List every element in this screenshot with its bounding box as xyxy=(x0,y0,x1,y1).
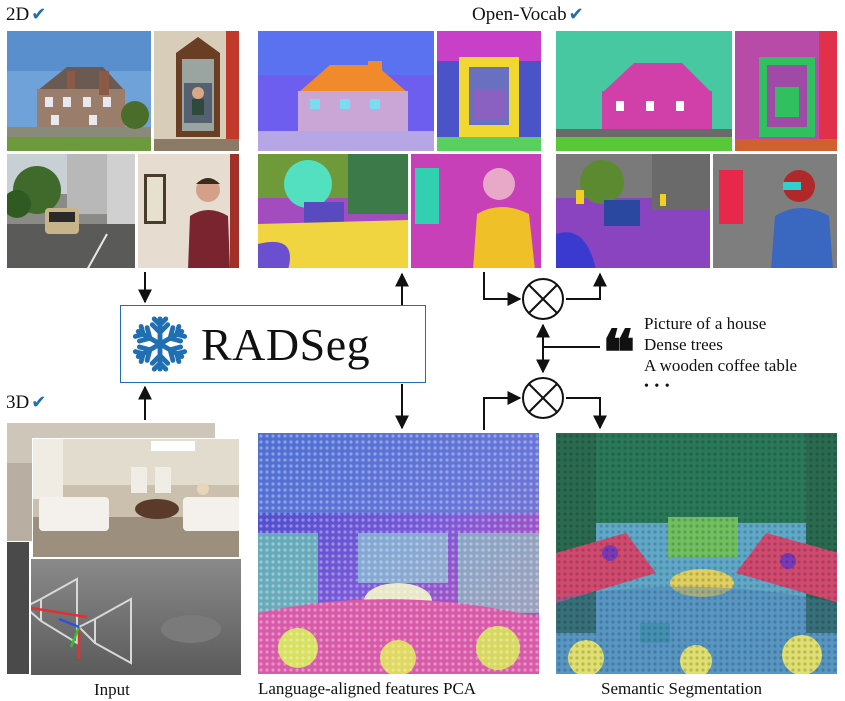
prompt-line: Dense trees xyxy=(644,335,723,354)
model-name: RADSeg xyxy=(201,318,371,370)
label-2d: 2D✔ xyxy=(6,4,46,26)
seg-image-house xyxy=(555,30,733,152)
label-open-vocab-text: Open-Vocab xyxy=(472,4,567,25)
caption-pca: Language-aligned features PCA xyxy=(258,679,477,698)
input-image-room-depth xyxy=(6,541,30,675)
input-image-street xyxy=(6,153,136,269)
prompt-more: • • • xyxy=(644,379,671,394)
check-icon: ✔ xyxy=(31,392,47,413)
arrow-multiply-to-seg-3d xyxy=(566,397,607,430)
arrow-pca-to-multiply-top xyxy=(483,272,522,306)
label-2d-text: 2D xyxy=(6,4,30,25)
input-image-mirror xyxy=(153,30,240,152)
prompt-line: A wooden coffee table xyxy=(644,356,798,375)
seg-image-man xyxy=(712,153,838,269)
arrow-pca-to-multiply-bottom xyxy=(483,391,522,430)
pca-pointcloud-3d xyxy=(257,432,540,675)
text-prompts: Picture of a house Dense trees A wooden … xyxy=(644,313,797,397)
arrow-multiply-to-seg-2d xyxy=(566,272,607,300)
radseg-model-box: RADSeg xyxy=(120,305,426,383)
caption-input: Input xyxy=(94,680,130,699)
multiply-operator-top xyxy=(522,278,564,320)
quote-icon: ❝ xyxy=(602,316,636,389)
pca-image-mirror xyxy=(436,30,542,152)
seg-image-mirror xyxy=(734,30,838,152)
label-3d-text: 3D xyxy=(6,392,30,413)
pca-image-street xyxy=(257,153,409,269)
label-open-vocab: Open-Vocab✔ xyxy=(472,4,584,26)
prompt-line: Picture of a house xyxy=(644,314,767,333)
input-image-room-depth-poses xyxy=(30,558,242,676)
seg-pointcloud-3d xyxy=(555,432,838,675)
check-icon: ✔ xyxy=(568,4,584,25)
caption-semantic: Semantic Segmentation xyxy=(601,679,762,698)
seg-image-street xyxy=(555,153,711,269)
label-3d: 3D✔ xyxy=(6,392,46,414)
input-image-room-rgb xyxy=(32,438,240,558)
input-image-man xyxy=(137,153,240,269)
pca-image-man xyxy=(410,153,542,269)
snowflake-icon xyxy=(131,316,189,373)
check-icon: ✔ xyxy=(31,4,47,25)
multiply-operator-bottom xyxy=(522,377,564,419)
pca-image-house xyxy=(257,30,435,152)
input-image-house xyxy=(6,30,152,152)
